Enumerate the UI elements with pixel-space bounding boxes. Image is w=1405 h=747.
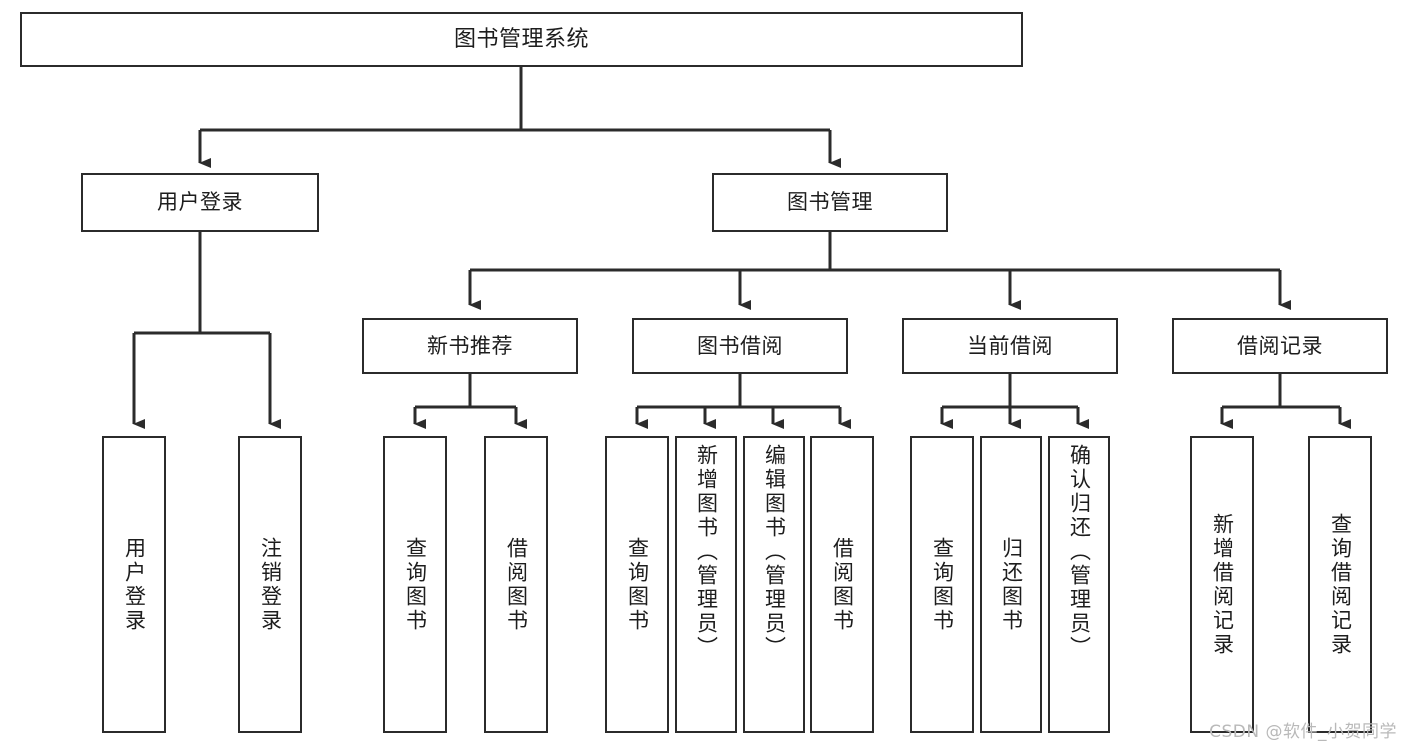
leaf-edit-book[interactable]: 编辑图书（管理员）	[743, 436, 805, 733]
node-label: 图书管理系统	[453, 26, 589, 52]
node-label: 新书推荐	[427, 333, 513, 358]
leaf-query-book-3[interactable]: 查询图书	[910, 436, 974, 733]
node-root-system[interactable]: 图书管理系统	[20, 12, 1023, 67]
node-label: 查询图书	[930, 536, 955, 633]
leaf-query-record[interactable]: 查询借阅记录	[1308, 436, 1372, 733]
csdn-watermark: CSDN @软件_小贺同学	[1209, 722, 1397, 742]
node-label: 查询图书	[625, 536, 650, 633]
node-label: 确认归还（管理员）	[1067, 444, 1092, 660]
leaf-logout[interactable]: 注销登录	[238, 436, 302, 733]
node-new-book-recommend[interactable]: 新书推荐	[362, 318, 578, 374]
node-label: 新增图书（管理员）	[694, 444, 719, 660]
leaf-user-login[interactable]: 用户登录	[102, 436, 166, 733]
node-label: 新增借阅记录	[1210, 512, 1235, 657]
node-label: 借阅图书	[830, 536, 855, 633]
node-label: 用户登录	[157, 190, 243, 215]
node-label: 注销登录	[258, 536, 283, 633]
node-label: 用户登录	[122, 536, 147, 633]
leaf-confirm-return[interactable]: 确认归还（管理员）	[1048, 436, 1110, 733]
leaf-borrow-book-2[interactable]: 借阅图书	[810, 436, 874, 733]
leaf-query-book-1[interactable]: 查询图书	[383, 436, 447, 733]
node-label: 借阅图书	[504, 536, 529, 633]
node-book-borrow[interactable]: 图书借阅	[632, 318, 848, 374]
leaf-borrow-book-1[interactable]: 借阅图书	[484, 436, 548, 733]
node-label: 当前借阅	[967, 333, 1053, 358]
node-label: 查询图书	[403, 536, 428, 633]
node-user-login[interactable]: 用户登录	[81, 173, 319, 232]
node-current-borrow[interactable]: 当前借阅	[902, 318, 1118, 374]
leaf-add-record[interactable]: 新增借阅记录	[1190, 436, 1254, 733]
leaf-query-book-2[interactable]: 查询图书	[605, 436, 669, 733]
node-label: 借阅记录	[1237, 333, 1323, 358]
leaf-add-book[interactable]: 新增图书（管理员）	[675, 436, 737, 733]
leaf-return-book[interactable]: 归还图书	[980, 436, 1042, 733]
node-label: 图书借阅	[697, 333, 783, 358]
node-label: 编辑图书（管理员）	[762, 444, 787, 660]
node-borrow-record[interactable]: 借阅记录	[1172, 318, 1388, 374]
node-label: 查询借阅记录	[1328, 512, 1353, 657]
node-label: 图书管理	[787, 190, 873, 215]
node-book-manage[interactable]: 图书管理	[712, 173, 948, 232]
node-label: 归还图书	[999, 536, 1024, 633]
